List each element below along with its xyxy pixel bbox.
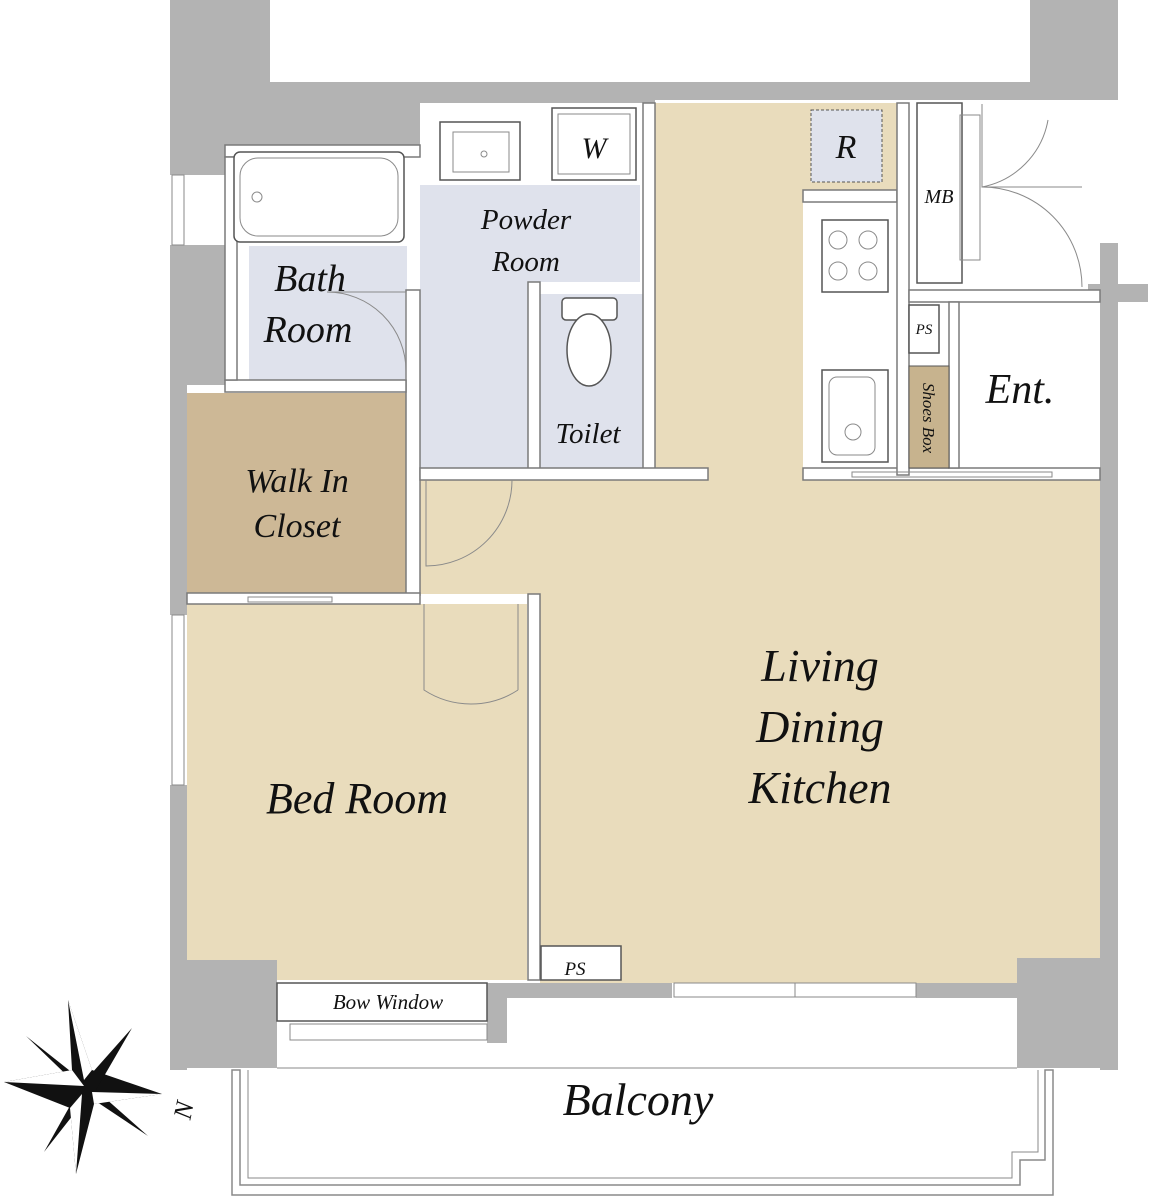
balcony <box>231 1067 1054 1196</box>
ldk-label-2: Dining <box>755 701 884 752</box>
toilet-bowl <box>566 313 612 387</box>
bath-room-label-2: Room <box>263 309 353 351</box>
room-labels: Bath Room Powder Room W R MB Toilet Walk… <box>167 129 1054 1125</box>
pipe-space-living <box>540 945 622 981</box>
walk-in-closet-label-1: Walk In <box>245 463 349 500</box>
shoes-box-label: Shoes Box <box>919 383 938 454</box>
wall-south-mid <box>507 983 672 998</box>
fridge-space <box>810 109 883 183</box>
bedroom-floor <box>187 604 527 980</box>
wall-southeast <box>1017 958 1100 1068</box>
pipe-space-entrance <box>908 304 940 354</box>
pipe-space-entrance-label: PS <box>915 322 933 338</box>
refrigerator-label: R <box>835 129 857 166</box>
bow-window-label: Bow Window <box>333 990 443 1014</box>
bow-window <box>276 982 488 1022</box>
bath-floor <box>249 246 407 382</box>
ldk-floor <box>420 103 1100 983</box>
wall-west-1 <box>170 245 225 385</box>
wall-west-2 <box>170 385 187 615</box>
powder-floor <box>420 185 640 468</box>
closet-floor <box>187 393 406 593</box>
toilet-label: Toilet <box>555 418 621 450</box>
walls <box>170 0 1148 1070</box>
kitchen-sink <box>821 369 889 463</box>
washer-label: W <box>582 132 610 165</box>
meter-box-label: MB <box>924 186 954 208</box>
wall-east <box>1100 300 1118 1070</box>
stove <box>821 219 889 293</box>
ldk-label-1: Living <box>760 640 879 691</box>
bath-room-label-1: Bath <box>274 258 346 300</box>
balcony-label: Balcony <box>563 1074 714 1125</box>
powder-room-label-1: Powder <box>480 204 572 236</box>
bed-room-label: Bed Room <box>266 774 448 823</box>
wall-south-right <box>916 983 1017 998</box>
wall-southwest <box>170 960 277 1068</box>
wall-northwest <box>170 0 1118 175</box>
bathtub <box>233 151 405 243</box>
windows <box>171 114 1053 998</box>
ldk-label-3: Kitchen <box>747 762 891 813</box>
meter-box <box>916 102 963 284</box>
powder-room-label-2: Room <box>491 246 560 278</box>
entrance-label: Ent. <box>985 367 1055 413</box>
washbasin <box>439 121 521 181</box>
north-label: N <box>167 1097 200 1123</box>
fixtures <box>233 102 963 1041</box>
compass-rose <box>4 1000 162 1174</box>
shoes-box <box>908 365 950 469</box>
wall-east-post <box>1100 243 1118 303</box>
wall-bow-sill <box>487 983 507 1043</box>
washer-space <box>551 107 637 181</box>
balcony-outline <box>231 1069 1054 1196</box>
door-swings <box>326 104 1083 705</box>
pipe-space-living-label: PS <box>563 959 586 980</box>
walk-in-closet-label-2: Closet <box>254 508 342 545</box>
